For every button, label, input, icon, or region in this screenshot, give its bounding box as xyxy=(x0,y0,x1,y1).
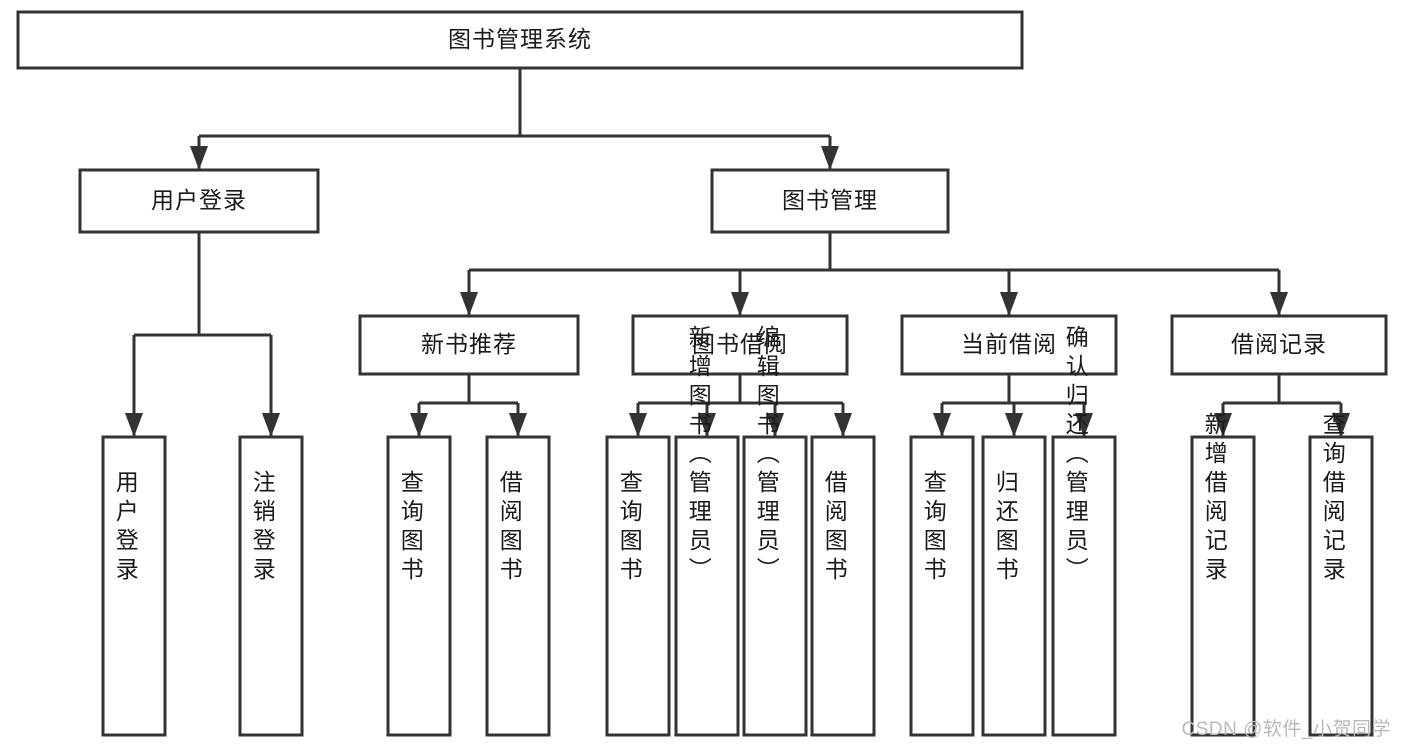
arrow-head-icon xyxy=(509,413,527,437)
arrow-head-icon xyxy=(125,413,143,437)
node-leaf-user-login[interactable]: 用户登录 xyxy=(101,435,167,737)
node-box xyxy=(16,10,1024,70)
node-leaf-rec-query2[interactable]: 查询借阅记录 xyxy=(1308,412,1374,737)
node-label: 新增图书（管理员） xyxy=(685,325,712,586)
arrow-head-icon xyxy=(410,413,428,437)
node-box xyxy=(810,435,876,737)
node-label: 注销登录 xyxy=(249,470,276,586)
node-label: 图书管理系统 xyxy=(448,26,592,52)
node-l2-current-borrow[interactable]: 当前借阅 xyxy=(900,314,1118,376)
node-label: 图书借阅 xyxy=(692,331,788,357)
node-label: 查询借阅记录 xyxy=(1319,412,1346,586)
node-label: 借阅图书 xyxy=(821,470,848,586)
node-l2-borrow-record[interactable]: 借阅记录 xyxy=(1170,314,1388,376)
node-box xyxy=(1308,435,1374,737)
node-box xyxy=(1170,314,1388,376)
arrow-head-icon xyxy=(1332,413,1350,437)
node-label: 借阅记录 xyxy=(1231,331,1327,357)
node-label: 归还图书 xyxy=(992,470,1019,586)
node-label: 查询图书 xyxy=(397,470,424,586)
node-label: 用户登录 xyxy=(112,470,139,586)
node-label: 图书管理 xyxy=(782,187,878,213)
node-l2-new-book-rec[interactable]: 新书推荐 xyxy=(358,314,580,376)
node-label: 查询图书 xyxy=(920,470,947,586)
node-box xyxy=(674,435,740,737)
node-box xyxy=(358,314,580,376)
node-box xyxy=(1190,435,1256,737)
node-label: 新增借阅记录 xyxy=(1201,412,1228,586)
node-box xyxy=(710,168,950,234)
node-box xyxy=(485,435,551,737)
node-box xyxy=(238,435,304,737)
node-leaf-borrow-lend[interactable]: 借阅图书 xyxy=(810,435,876,737)
arrow-head-icon xyxy=(460,292,478,316)
node-label: 确认归还（管理员） xyxy=(1062,325,1089,586)
node-box xyxy=(631,314,849,376)
node-label: 借阅图书 xyxy=(496,470,523,586)
arrow-head-icon xyxy=(766,413,784,437)
arrow-head-icon xyxy=(1005,413,1023,437)
node-leaf-borrow-add[interactable]: 新增图书（管理员） xyxy=(674,325,740,737)
arrow-head-icon xyxy=(698,413,716,437)
arrow-head-icon xyxy=(821,146,839,170)
node-box xyxy=(605,435,671,737)
node-box xyxy=(1051,435,1117,737)
node-leaf-cur-query[interactable]: 查询图书 xyxy=(909,435,975,737)
node-leaf-cur-confirm[interactable]: 确认归还（管理员） xyxy=(1051,325,1117,737)
arrow-head-icon xyxy=(190,146,208,170)
node-leaf-cur-return[interactable]: 归还图书 xyxy=(981,435,1047,737)
node-root[interactable]: 图书管理系统 xyxy=(16,10,1024,70)
node-l1-user-login[interactable]: 用户登录 xyxy=(78,168,320,234)
node-l2-book-borrow[interactable]: 图书借阅 xyxy=(631,314,849,376)
nodes-layer: 图书管理系统用户登录图书管理新书推荐图书借阅当前借阅借阅记录用户登录注销登录查询… xyxy=(16,10,1388,737)
node-label: 新书推荐 xyxy=(421,331,517,357)
arrow-head-icon xyxy=(933,413,951,437)
node-leaf-logout[interactable]: 注销登录 xyxy=(238,435,304,737)
arrow-head-icon xyxy=(731,292,749,316)
node-leaf-borrow-query[interactable]: 查询图书 xyxy=(605,435,671,737)
node-leaf-borrow-edit[interactable]: 编辑图书（管理员） xyxy=(742,325,808,737)
arrow-head-icon xyxy=(629,413,647,437)
arrow-head-icon xyxy=(1214,413,1232,437)
arrow-head-icon xyxy=(1000,292,1018,316)
node-leaf-rec-add[interactable]: 新增借阅记录 xyxy=(1190,412,1256,737)
node-box xyxy=(78,168,320,234)
node-l1-book-manage[interactable]: 图书管理 xyxy=(710,168,950,234)
node-box xyxy=(742,435,808,737)
edges-layer xyxy=(125,68,1350,437)
node-box xyxy=(386,435,452,737)
node-label: 编辑图书（管理员） xyxy=(753,325,780,586)
arrow-head-icon xyxy=(834,413,852,437)
node-box xyxy=(101,435,167,737)
arrow-head-icon xyxy=(1075,413,1093,437)
node-box xyxy=(900,314,1118,376)
arrow-head-icon xyxy=(262,413,280,437)
node-box xyxy=(909,435,975,737)
arrow-head-icon xyxy=(1270,292,1288,316)
node-leaf-rec-query[interactable]: 查询图书 xyxy=(386,435,452,737)
node-leaf-rec-borrow[interactable]: 借阅图书 xyxy=(485,435,551,737)
node-label: 查询图书 xyxy=(616,470,643,586)
node-box xyxy=(981,435,1047,737)
node-label: 用户登录 xyxy=(151,187,247,213)
node-label: 当前借阅 xyxy=(961,331,1057,357)
